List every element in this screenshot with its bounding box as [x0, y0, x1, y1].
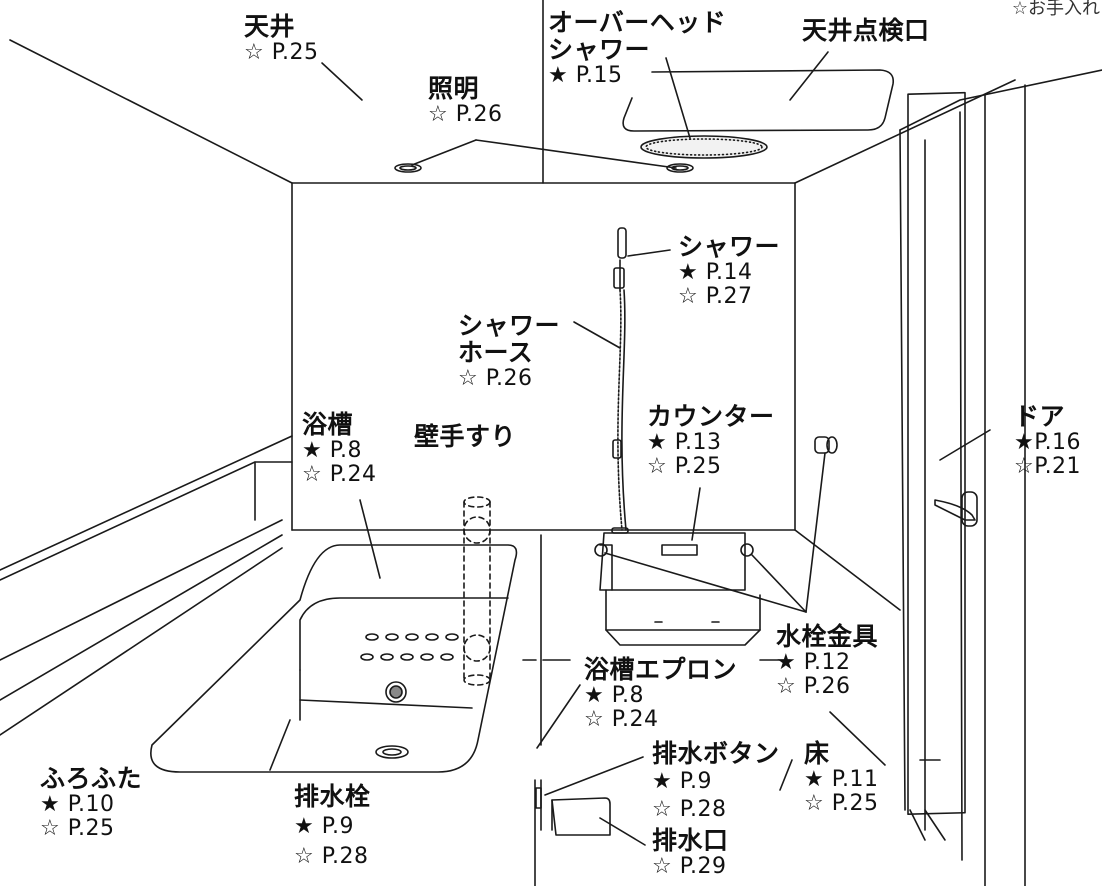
counter-shape: [594, 532, 761, 646]
tub-apron-ref-1: ★ P.8: [584, 683, 645, 708]
label-light: 照明 ☆ P.26: [428, 76, 503, 127]
drain-outlet-shape: [551, 797, 611, 836]
label-drain-plug: 排水栓 ★ P.9 ☆ P.28: [294, 784, 371, 869]
light-title: 照明: [428, 74, 480, 103]
label-ceiling-hatch: 天井点検口: [802, 18, 930, 45]
handrail-title: 壁手すり: [414, 422, 517, 451]
room-outline: [0, 0, 1016, 611]
label-bathtub: 浴槽 ★ P.8 ☆ P.24: [302, 412, 377, 487]
ceiling-lights: [394, 163, 694, 173]
bathtub-shape: [150, 544, 518, 773]
drain-button-title: 排水ボタン: [652, 739, 780, 768]
floor-ref-1: ★ P.11: [804, 767, 879, 792]
faucet-fittings-title: 水栓金具: [776, 622, 879, 651]
shower-ref-1: ★ P.14: [678, 260, 753, 285]
counter-title: カウンター: [647, 402, 775, 431]
door-ref-1: ★P.16: [1014, 430, 1082, 455]
light-ref-1: ☆ P.26: [428, 102, 503, 127]
shower-hose-ref-1: ☆ P.26: [458, 366, 533, 391]
header-note: ☆お手入れ: [1011, 0, 1100, 19]
tub-cover-shape: [0, 461, 293, 736]
ceiling-title: 天井: [244, 12, 296, 41]
label-shower: シャワー ★ P.14 ☆ P.27: [678, 234, 780, 309]
bathtub-title: 浴槽: [302, 410, 354, 439]
tub-apron-title: 浴槽エプロン: [584, 655, 738, 684]
label-ceiling: 天井 ☆ P.25: [244, 14, 319, 65]
label-drain-button: 排水ボタン ★ P.9 ☆ P.28: [652, 741, 780, 822]
ceiling-hatch-shape: [622, 69, 895, 132]
drain-plug-title: 排水栓: [294, 782, 371, 811]
counter-ref-2: ☆ P.25: [647, 454, 722, 480]
tub-cover-ref-2: ☆ P.25: [40, 816, 115, 842]
label-door: ドア ★P.16 ☆P.21: [1014, 404, 1081, 479]
label-shower-hose: シャワー ホース ☆ P.26: [458, 313, 560, 391]
ceiling-ref-1: ☆ P.25: [244, 40, 319, 65]
label-handrail: 壁手すり: [414, 424, 516, 451]
overhead-shower-shape: [640, 135, 768, 159]
ceiling-hatch-title: 天井点検口: [802, 16, 930, 45]
door-shape: [899, 69, 1102, 886]
drain-button-ref-1: ★ P.9: [652, 769, 713, 794]
door-title: ドア: [1014, 402, 1066, 431]
label-floor: 床 ★ P.11 ☆ P.25: [804, 741, 879, 816]
door-ref-2: ☆P.21: [1014, 454, 1082, 480]
drain-outlet-title: 排水口: [652, 826, 729, 855]
drain-plug-ref-1: ★ P.9: [294, 814, 355, 839]
bathtub-ref-2: ☆ P.24: [302, 462, 377, 488]
leader-lines: [321, 51, 991, 846]
faucet-shape: [814, 436, 838, 454]
drain-button-ref-2: ☆ P.28: [652, 797, 727, 823]
overhead-shower-title-2: シャワー: [548, 35, 651, 64]
faucet-fittings-ref-2: ☆ P.26: [776, 674, 851, 700]
shower-set: [611, 227, 629, 534]
tub-cover-ref-1: ★ P.10: [40, 792, 115, 817]
tub-cover-title: ふろふた: [40, 764, 143, 793]
overhead-shower-title-1: オーバーヘッド: [548, 8, 727, 37]
floor-edges: [522, 534, 571, 886]
label-overhead-shower: オーバーヘッド シャワー ★ P.15: [548, 10, 726, 88]
bathtub-ref-1: ★ P.8: [302, 438, 363, 463]
handrail-shape: [463, 496, 491, 686]
shower-hose-title-1: シャワー: [458, 311, 561, 340]
faucet-fittings-ref-1: ★ P.12: [776, 650, 851, 675]
shower-ref-2: ☆ P.27: [678, 284, 753, 310]
drain-plug-ref-2: ☆ P.28: [294, 844, 369, 870]
drain-outlet-ref-1: ☆ P.29: [652, 854, 727, 879]
floor-title: 床: [804, 739, 830, 768]
shower-title: シャワー: [678, 232, 781, 261]
label-tub-apron: 浴槽エプロン ★ P.8 ☆ P.24: [584, 657, 737, 732]
label-drain-outlet: 排水口 ☆ P.29: [652, 828, 729, 879]
shower-hose-title-2: ホース: [458, 338, 534, 367]
counter-ref-1: ★ P.13: [647, 430, 722, 455]
label-faucet-fittings: 水栓金具 ★ P.12 ☆ P.26: [776, 624, 878, 699]
floor-ref-2: ☆ P.25: [804, 791, 879, 817]
label-counter: カウンター ★ P.13 ☆ P.25: [647, 404, 775, 479]
tub-jet-holes: [360, 633, 459, 661]
overhead-shower-ref-1: ★ P.15: [548, 63, 623, 88]
tub-apron-ref-2: ☆ P.24: [584, 707, 659, 733]
label-tub-cover: ふろふた ★ P.10 ☆ P.25: [40, 766, 142, 841]
